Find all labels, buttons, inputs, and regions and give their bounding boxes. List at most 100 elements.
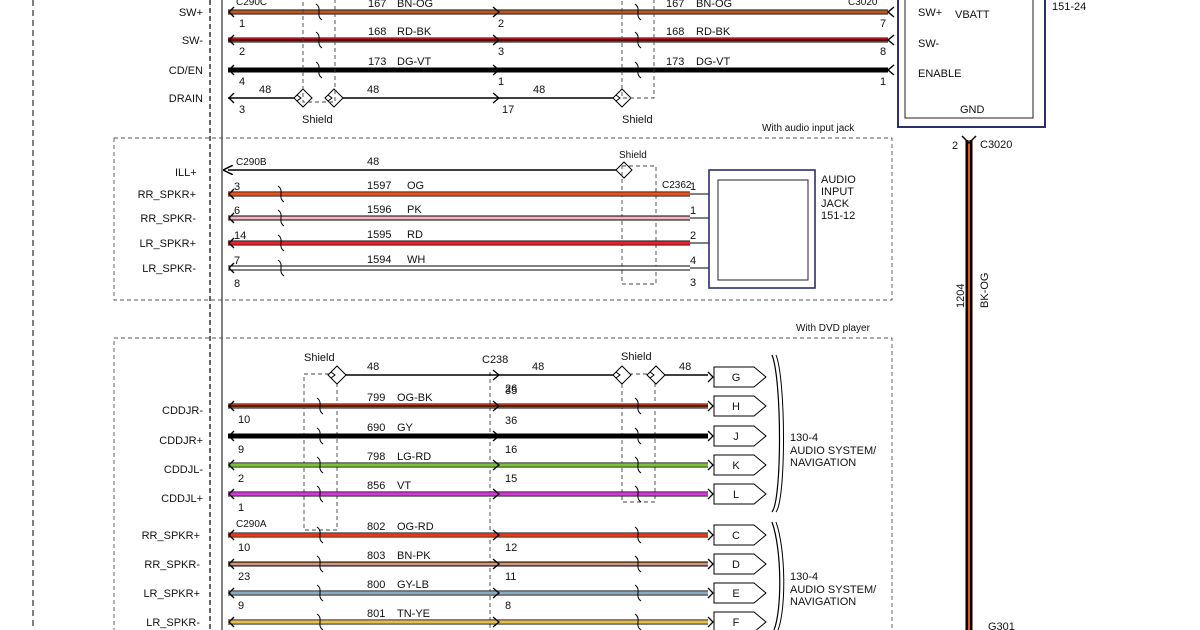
audio-input-caption: With audio input jack	[762, 123, 855, 134]
speaker-row-color: BN-PK	[397, 550, 431, 562]
speaker-row-term-label: D	[732, 559, 740, 571]
top-row-circuit: 173	[368, 56, 386, 68]
top-row-mid-arrow	[492, 64, 501, 76]
dvd-shield-diamond-2	[612, 365, 632, 385]
top-drain-arrow	[228, 92, 235, 104]
speaker-row-pin-left: 10	[238, 542, 250, 554]
speaker-connector-left: C290A	[236, 519, 267, 530]
gnd-color: BK-OG	[979, 273, 991, 308]
top-drain-diamond-3	[612, 88, 632, 108]
dvd-row-term-box	[713, 425, 767, 447]
audio-row-pin-left: 7	[234, 255, 240, 267]
audio-input-box	[113, 137, 893, 301]
audio-row-wire-arrow	[228, 237, 235, 249]
dvd-row-circuit: 798	[367, 451, 385, 463]
dvd-row-twist-2	[634, 427, 642, 445]
dvd-row-mid-pin: 15	[505, 473, 517, 485]
top-row-mid-pin: 1	[498, 76, 504, 88]
top-row-color: DG-VT	[397, 56, 432, 68]
top-drain-diamond-2-mark	[327, 94, 333, 102]
audio-row-wire-arrow	[228, 212, 235, 224]
top-row-twist-1	[315, 61, 323, 79]
top-row-signal: DRAIN	[169, 93, 203, 105]
top-row-color2: BN-OG	[696, 0, 732, 10]
speaker-row-term-box	[713, 611, 767, 630]
dvd-row-circuit: 799	[367, 392, 385, 404]
dvd-row-term-arrow	[707, 430, 714, 442]
speaker-row-mid-arrow	[492, 616, 501, 628]
audio-row-pin-left: 6	[234, 205, 240, 217]
dvd-row-pin-left: 1	[238, 502, 244, 514]
top-row-pin-right: 8	[880, 46, 886, 58]
module-ref: 151-24	[1052, 1, 1086, 13]
audio-row-wire-arrow	[228, 188, 235, 200]
top-row-circuit: 168	[368, 26, 386, 38]
speaker-row-twist-1	[316, 555, 324, 573]
dvd-row-twist-1	[316, 397, 324, 415]
speaker-row-mid-pin: 8	[505, 600, 511, 612]
top-row-signal: SW+	[179, 7, 203, 19]
ground-label: G301	[988, 621, 1015, 630]
top-row-end-arrow	[886, 6, 895, 18]
top-row-mid-pin: 2	[498, 18, 504, 30]
dvd-device-brace-2	[775, 354, 784, 513]
audio-row-wire-arrow	[228, 262, 235, 274]
top-drain-mid-arrow	[492, 92, 501, 104]
module-pin-sw-plus: SW+	[918, 7, 942, 19]
audio-row-1: RR_SPKR-61596PK1RR_SPKR-	[140, 204, 782, 227]
audio-device-line-1: AUDIO	[821, 174, 856, 186]
dvd-device-line-1: 130-4	[790, 432, 818, 444]
dvd-shield-label-2: Shield	[621, 351, 652, 363]
audio-row-color: OG	[407, 180, 424, 192]
dvd-row-twist-2	[634, 485, 642, 503]
speaker-row-twist-1	[316, 584, 324, 602]
audio-row-circuit: 1595	[367, 229, 391, 241]
top-row-mid-pin: 3	[498, 46, 504, 58]
top-row-twist-1	[315, 31, 323, 49]
audio-row-circuit: 1597	[367, 180, 391, 192]
top-shield-label-1: Shield	[302, 114, 333, 126]
dvd-shield-term-arrow	[707, 371, 714, 383]
ill-circuit: 48	[367, 156, 379, 168]
top-row-circuit2: 168	[666, 26, 684, 38]
dvd-row-mid-arrow	[492, 459, 501, 471]
dvd-row-term-arrow	[707, 459, 714, 471]
top-row-color: BN-OG	[397, 0, 433, 10]
gnd-pin: 2	[952, 140, 958, 152]
top-row-pin-left: 4	[239, 76, 245, 88]
dvd-row-mid-pin: 36	[505, 415, 517, 427]
audio-input-connector-right: C2362	[662, 180, 692, 191]
speaker-row-mid-arrow	[492, 587, 501, 599]
dvd-row-wire-arrow	[228, 488, 235, 500]
top-row-wire-arrow	[228, 34, 235, 46]
audio-row-3: LR_SPKR-71594WH4LR_SPKR-	[142, 254, 780, 277]
top-drain-circuit-3: 48	[533, 84, 545, 96]
top-drain-circuit-2: 48	[367, 84, 379, 96]
top-row-mid-arrow	[492, 34, 501, 46]
module-inner-box	[904, 0, 1034, 119]
speaker-row-term-arrow	[707, 558, 714, 570]
speaker-row-twist-1	[316, 613, 324, 630]
top-row-pin-right: 7	[880, 18, 886, 30]
speaker-row-term-box	[713, 553, 767, 575]
dvd-row-term-box	[713, 454, 767, 476]
dvd-caption: With DVD player	[796, 323, 871, 334]
dvd-row-circuit: 856	[367, 480, 385, 492]
audio-input-jack-inner	[717, 179, 809, 281]
dvd-row-color: OG-BK	[397, 392, 433, 404]
audio-row-pin-left: 3	[234, 181, 240, 193]
dvd-row-color: LG-RD	[397, 451, 431, 463]
dvd-row-color: GY	[397, 422, 414, 434]
dvd-row-term-box	[713, 395, 767, 417]
top-drain-diamond-2	[324, 88, 344, 108]
speaker-row-term-box	[713, 582, 767, 604]
speaker-row-term-arrow	[707, 529, 714, 541]
dvd-shield-diamond-2-mark	[615, 371, 621, 379]
top-shield-box-1	[302, 0, 336, 103]
